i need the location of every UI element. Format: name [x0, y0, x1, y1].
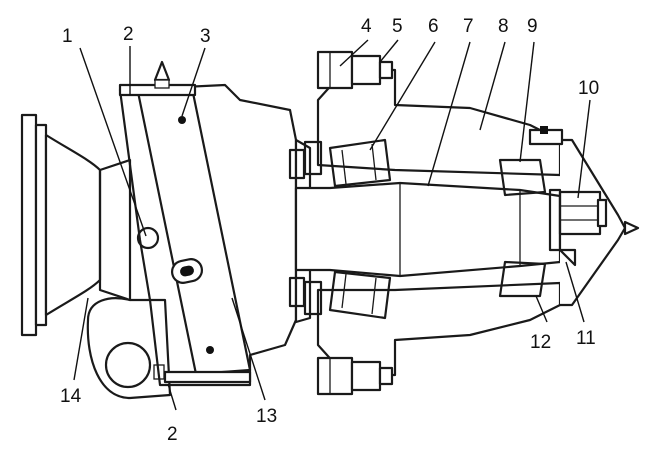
- callout-6: 6: [428, 16, 439, 37]
- callout-8: 8: [498, 16, 509, 37]
- wheel-stud-lower: [316, 356, 394, 396]
- callout-12: 12: [530, 332, 551, 353]
- outer-bearing-upper: [498, 158, 547, 197]
- oil-seal-lower: [288, 276, 306, 308]
- callout-2-bottom: 2: [167, 424, 178, 445]
- callout-13: 13: [256, 406, 277, 427]
- hub-nut: [548, 188, 608, 267]
- oil-seal-upper: [288, 148, 306, 180]
- callout-labels: 1 2 3 4 5 6 7 8 9 10 11 12 13 14 2: [60, 16, 599, 445]
- callout-5: 5: [392, 16, 403, 37]
- kingpin: [118, 60, 252, 384]
- outer-bearing-lower: [498, 260, 547, 298]
- callout-9: 9: [527, 16, 538, 37]
- callout-3: 3: [200, 26, 211, 47]
- axle-flange: [20, 113, 102, 337]
- line-art: [20, 50, 640, 400]
- callout-10: 10: [578, 78, 599, 99]
- callout-2-top: 2: [123, 24, 134, 45]
- inner-bearing-upper: [328, 138, 392, 188]
- callout-7: 7: [463, 16, 474, 37]
- callout-11: 11: [576, 328, 596, 349]
- callout-4: 4: [361, 16, 372, 37]
- callout-1: 1: [62, 26, 73, 47]
- leader-lines: [73, 39, 591, 411]
- wheel-stud-upper: [316, 50, 394, 90]
- inner-bearing-lower: [328, 270, 392, 320]
- callout-14: 14: [60, 386, 82, 407]
